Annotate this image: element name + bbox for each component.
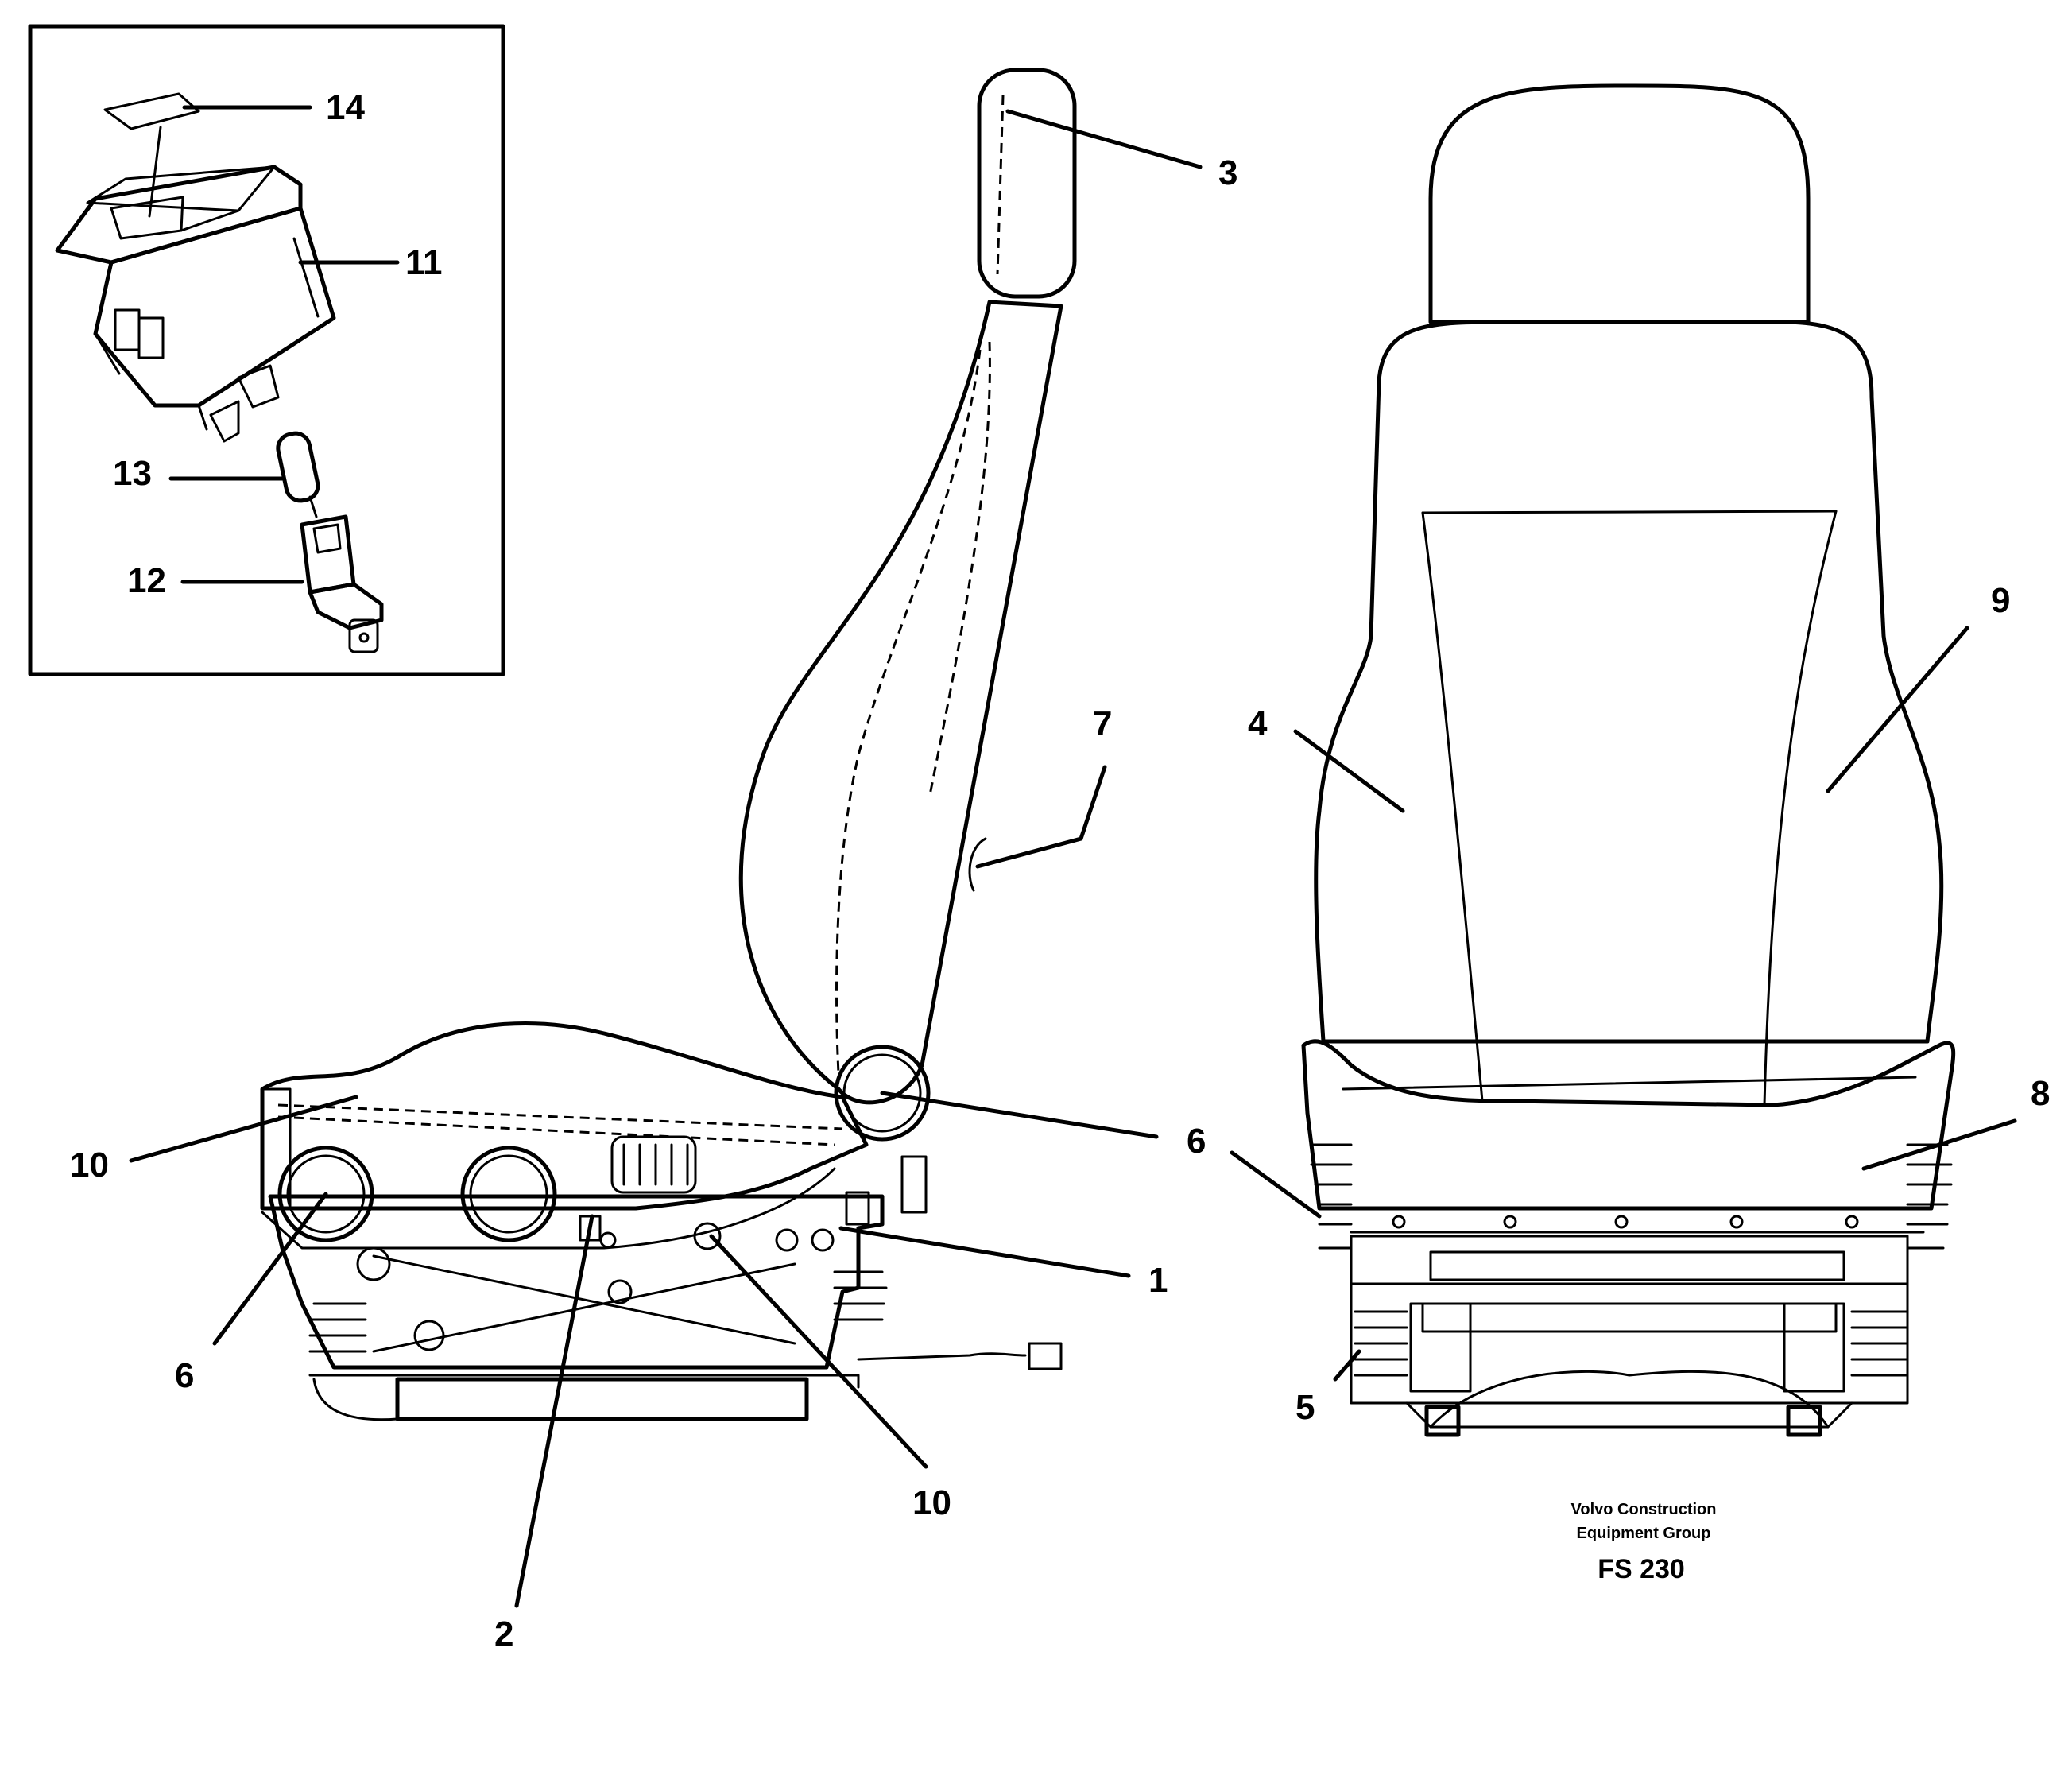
callout-9: 9 xyxy=(1991,581,2010,620)
callout-1: 1 xyxy=(1148,1261,1168,1300)
caption-company-line2: Equipment Group xyxy=(1577,1525,1711,1542)
bulb-part xyxy=(276,431,320,518)
bulb-holder-part xyxy=(300,514,384,653)
callout-10-side-bottom: 10 xyxy=(912,1483,951,1522)
suspension-side xyxy=(308,1246,1063,1421)
seat-side-view xyxy=(129,68,1203,1608)
callout-2: 2 xyxy=(494,1615,513,1653)
headrest-side xyxy=(977,68,1077,299)
seat-frame-side xyxy=(261,1045,931,1370)
callout-7: 7 xyxy=(1093,704,1112,743)
seat-cushion-side xyxy=(260,1021,869,1211)
switch-inset xyxy=(28,24,505,676)
suspension-front xyxy=(1350,1235,1909,1437)
callout-11: 11 xyxy=(405,243,443,282)
rocker-switch-part xyxy=(55,165,336,443)
backrest-front xyxy=(1314,320,1944,1107)
callout-3: 3 xyxy=(1218,153,1237,192)
callout-6-side-right: 6 xyxy=(1187,1122,1206,1161)
backrest-side xyxy=(738,300,1063,1105)
seat-cushion-front xyxy=(1301,1039,1956,1250)
callout-5: 5 xyxy=(1295,1388,1315,1427)
callout-4: 4 xyxy=(1248,704,1268,743)
callout-6-side-left: 6 xyxy=(175,1356,194,1395)
caption-company-line1: Volvo Construction xyxy=(1571,1501,1717,1518)
headrest-front xyxy=(1428,83,1811,324)
callout-13: 13 xyxy=(113,454,152,493)
callout-8: 8 xyxy=(2031,1074,2050,1113)
seat-front-view xyxy=(1230,83,2017,1437)
switch-cap-part xyxy=(103,92,200,218)
callout-14: 14 xyxy=(326,88,365,127)
callout-12: 12 xyxy=(127,561,166,600)
callout-10-side-left: 10 xyxy=(70,1146,109,1184)
figure-code: FS 230 xyxy=(1598,1554,1685,1584)
